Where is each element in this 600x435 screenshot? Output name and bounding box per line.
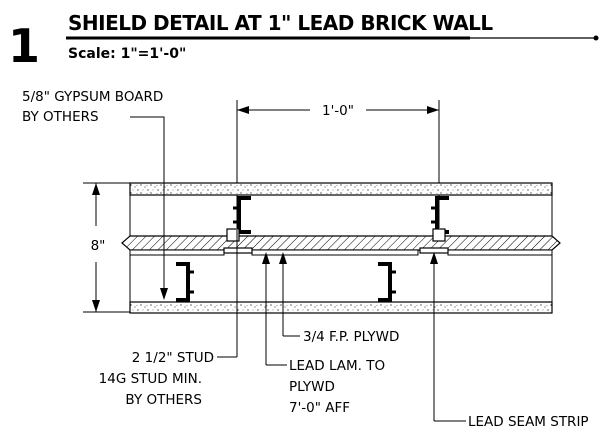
callout-lead-lam: LEAD LAM. TO PLYWD 7'-0" AFF: [262, 252, 385, 416]
upper-stud-left: [237, 196, 251, 234]
gypsum-label-line2: BY OTHERS: [22, 109, 99, 125]
upper-stud-right: [435, 196, 449, 234]
plywood-label: 3/4 F.P. PLYWD: [303, 329, 399, 345]
stud-label-line1: 2 1/2" STUD: [132, 350, 214, 366]
wall-assembly: [121, 182, 561, 314]
plywood-strip-left: [129, 249, 225, 256]
title-end-dot: [593, 35, 599, 41]
plywood-strip-center: [251, 249, 419, 256]
detail-title: SHIELD DETAIL AT 1" LEAD BRICK WALL: [68, 11, 493, 35]
top-gypsum-board: [129, 182, 553, 196]
callout-stud: 2 1/2" STUD 14G STUD MIN. BY OTHERS: [99, 230, 238, 408]
stud-label-line2: 14G STUD MIN.: [99, 371, 202, 387]
dimension-1ft-label: 1'-0": [322, 103, 354, 119]
horizontal-dimension: 1'-0": [236, 100, 440, 228]
vertical-dimension: 8": [83, 182, 130, 313]
bottom-gypsum-board: [129, 301, 553, 314]
lead-seam-strip-left: [223, 247, 253, 254]
lead-lam-label-line3: 7'-0" AFF: [289, 400, 350, 416]
plywood-strip-right: [447, 249, 553, 256]
detail-scale: Scale: 1"=1'-0": [68, 46, 186, 62]
lead-lam-label-line2: PLYWD: [289, 379, 335, 395]
stud-label-line3: BY OTHERS: [125, 392, 202, 408]
callout-gypsum-board: 5/8" GYPSUM BOARD BY OTHERS: [22, 89, 168, 300]
lead-seam-label: LEAD SEAM STRIP: [468, 414, 589, 430]
lead-brick-layer: [121, 235, 561, 251]
detail-number: 1: [8, 19, 40, 73]
callout-plywood: 3/4 F.P. PLYWD: [279, 252, 399, 345]
dimension-8in-label: 8": [91, 238, 106, 254]
gypsum-label-line1: 5/8" GYPSUM BOARD: [22, 89, 163, 105]
lower-stud-left: [176, 262, 190, 302]
lower-stud-right: [378, 262, 392, 302]
callout-lead-seam: LEAD SEAM STRIP: [430, 252, 589, 430]
lead-lam-label-line1: LEAD LAM. TO: [289, 358, 385, 374]
